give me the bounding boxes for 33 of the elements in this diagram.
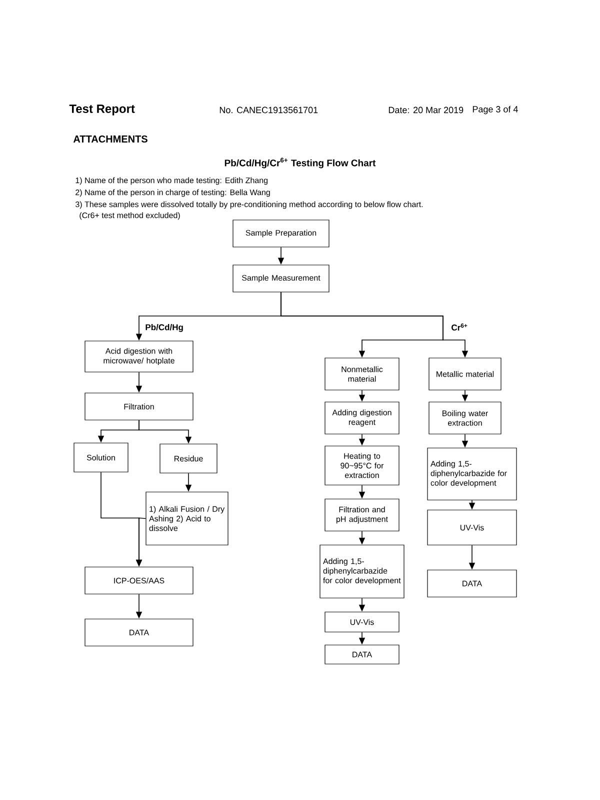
report-heading: Test Report xyxy=(69,104,135,116)
process-box: Sample Preparation xyxy=(232,220,330,248)
process-box: 1) Alkali Fusion / Dry Ashing 2) Acid to dissolve xyxy=(146,492,228,546)
note-text: (Cr6+ test method excluded) xyxy=(80,212,180,220)
process-box: Sample Measurement xyxy=(232,264,330,292)
result-box: DATA xyxy=(84,618,194,646)
note-text: 1) Name of the person who made testing: Edith Zhang xyxy=(76,177,268,185)
process-box: Adding 1,5-diphenylcarbazide for color development xyxy=(427,448,517,500)
result-box: Solution xyxy=(74,442,128,472)
note-text: 3) These samples were dissolved totally by pre-conditioning method according to below flow chart. xyxy=(76,201,423,209)
header-text: Date: 20 Mar 2019 xyxy=(388,106,464,114)
process-box: Metallic material xyxy=(428,358,502,390)
process-box: Adding 1,5-diphenylcarbazide for color development xyxy=(320,544,404,598)
header-text: No. CANEC1913561701 xyxy=(220,106,318,114)
process-box: Heating to 90~95°C for extraction xyxy=(324,446,400,486)
section-heading: ATTACHMENTS xyxy=(73,135,148,143)
process-box: UV-Vis xyxy=(324,612,400,632)
process-box: Nonmetallic material xyxy=(324,358,400,390)
process-box: Adding digestion reagent xyxy=(324,402,400,434)
process-box: UV-Vis xyxy=(427,510,517,546)
result-box: DATA xyxy=(427,570,517,598)
chart-title: Pb/Cd/Hg/Cr$^{6+}$ Testing Flow Chart xyxy=(224,158,376,168)
process-box: Filtration and pH adjustment xyxy=(324,498,400,532)
result-box: DATA xyxy=(324,644,400,664)
result-box: Residue xyxy=(160,444,218,474)
process-box: ICP-OES/AAS xyxy=(84,566,194,594)
branch-label: Pb/Cd/Hg xyxy=(146,324,183,332)
branch-label: Cr$^{6+}$ xyxy=(452,323,468,331)
note-text: 2) Name of the person in charge of testing: Bella Wang xyxy=(76,189,270,197)
process-box: Filtration xyxy=(84,392,194,420)
process-box: Boiling water extraction xyxy=(428,402,502,434)
header-text: Page 3 of 4 xyxy=(472,106,518,114)
process-box: Acid digestion with microwave/ hotplate xyxy=(84,340,194,372)
